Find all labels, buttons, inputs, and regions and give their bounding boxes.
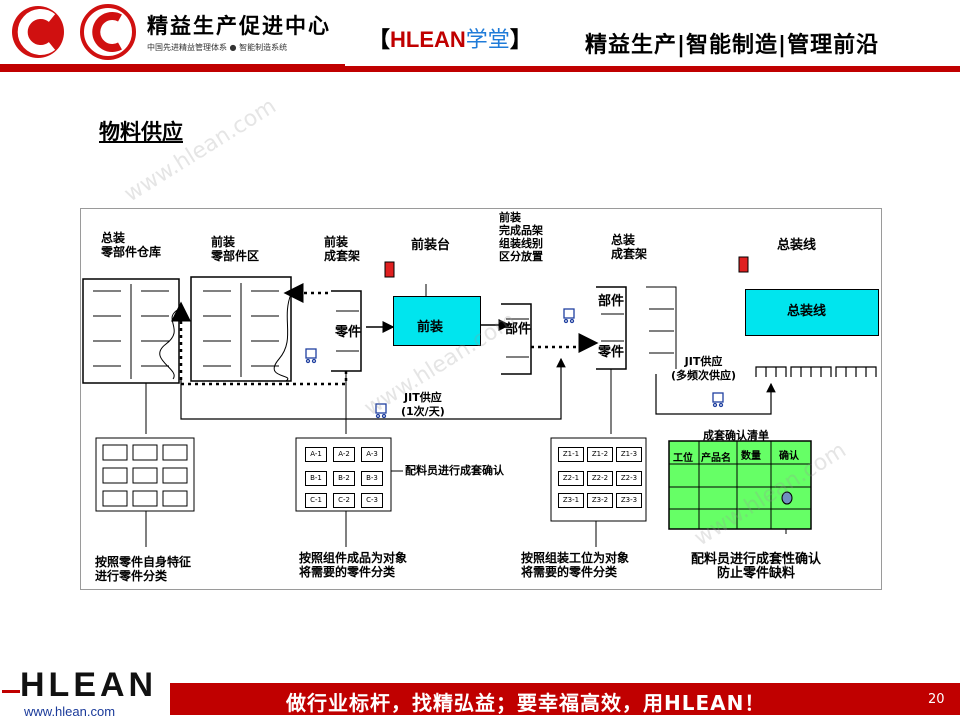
grid-c-cell: Z1-2 (587, 447, 613, 462)
header-divider (0, 66, 960, 72)
footer-logo: HLEAN (20, 666, 158, 704)
checklist-header-confirm: 确认 (779, 451, 799, 462)
footer-logo-underline (2, 690, 20, 693)
grid-b-cell: A-3 (361, 447, 383, 462)
front-box-label: 前装 (417, 320, 444, 335)
footer-url: www.hlean.com (24, 704, 116, 719)
grid-c-cell: Z2-1 (558, 471, 584, 486)
page-number: 20 (928, 692, 945, 707)
header: 精益生产促进中心 中国先进精益管理体系 ● 智能制造系统 【HLEAN学堂】 精… (0, 0, 960, 72)
brand-title: 【HLEAN学堂】 (368, 22, 532, 54)
watermark: www.hlean.com (120, 93, 281, 208)
grid-b-cell: C-1 (305, 493, 327, 508)
grid-b-cell: A-1 (305, 447, 327, 462)
header-divider-thin (0, 64, 345, 66)
grid-c-cell: Z2-3 (616, 471, 642, 486)
front-area-label: 前装 零部件区 (211, 235, 260, 263)
final-line-box-label: 总装线 (787, 304, 827, 319)
front-kit-rack-label: 前装 成套架 (324, 235, 361, 263)
grid-c-cell: Z3-1 (558, 493, 584, 508)
header-slogan: 精益生产|智能制造|管理前沿 (585, 33, 880, 58)
kit-confirm-note: 配料员进行成套确认 (405, 464, 504, 477)
grid-b-cell: B-1 (305, 471, 327, 486)
desc-station-kit: 按照组装工位为对象 将需要的零件分类 (521, 551, 630, 579)
finished-rack-label: 前装 完成品架 组装线别 区分放置 (499, 211, 543, 263)
company-subtitle: 中国先进精益管理体系 ● 智能制造系统 (147, 43, 288, 52)
final-line-title: 总装线 (777, 238, 817, 253)
footer-motto: 做行业标杆，找精弘益；要幸福高效，用HLEAN！ (286, 691, 766, 715)
material-supply-diagram: 前装 总装线 总装 零部件仓库 前装 零部件区 前装 成套架 前装台 前装 完成… (80, 208, 882, 590)
final-kit-rack-label: 总装 成套架 (611, 233, 648, 261)
jit-label-2: JIT供应 (多频次供应) (671, 355, 737, 382)
desc-kit-check: 配料员进行成套性确认 防止零件缺料 (691, 552, 822, 581)
desc-part-features: 按照零件自身特征 进行零件分类 (95, 555, 192, 583)
footer-band (170, 683, 960, 715)
grid-c-cell: Z1-3 (616, 447, 642, 462)
parts-label-1: 零件 (335, 325, 362, 340)
checklist-header-qty: 数量 (741, 451, 761, 462)
checklist-header-station: 工位 (673, 453, 693, 464)
company-name: 精益生产促进中心 (147, 14, 331, 38)
company-logo-icon (12, 4, 136, 60)
checklist-header-product: 产品名 (701, 453, 731, 464)
warehouse-label: 总装 零部件仓库 (101, 231, 162, 259)
grid-c-cell: Z3-3 (616, 493, 642, 508)
checklist-title: 成套确认清单 (703, 429, 769, 442)
parts-label-3: 部件 (598, 294, 625, 309)
desc-component-kit: 按照组件成品为对象 将需要的零件分类 (299, 551, 408, 579)
grid-b-cell: C-2 (333, 493, 355, 508)
diagram-lines (82, 256, 877, 547)
cart-icon (305, 308, 724, 419)
grid-c-cell: Z2-2 (587, 471, 613, 486)
parts-label-2: 部件 (505, 322, 532, 337)
bracket-left: 【 (368, 28, 391, 53)
grid-c-cell: Z1-1 (558, 447, 584, 462)
parts-label-4: 零件 (598, 345, 625, 360)
grid-b-cell: A-2 (333, 447, 355, 462)
brand-suffix: 学堂 (465, 28, 510, 53)
bracket-right: 】 (509, 28, 532, 53)
footer: HLEAN www.hlean.com 做行业标杆，找精弘益；要幸福高效，用HL… (0, 660, 960, 720)
grid-c-cell: Z3-2 (587, 493, 613, 508)
grid-b-cell: C-3 (361, 493, 383, 508)
front-station-box (393, 296, 481, 346)
brand-name: HLEAN (390, 27, 466, 52)
jit-label-1: JIT供应 (1次/天) (401, 391, 445, 418)
page-title: 物料供应 (99, 120, 183, 144)
grid-b-cell: B-3 (361, 471, 383, 486)
grid-b-cell: B-2 (333, 471, 355, 486)
front-station-label: 前装台 (411, 238, 451, 253)
final-line-box (745, 289, 879, 336)
